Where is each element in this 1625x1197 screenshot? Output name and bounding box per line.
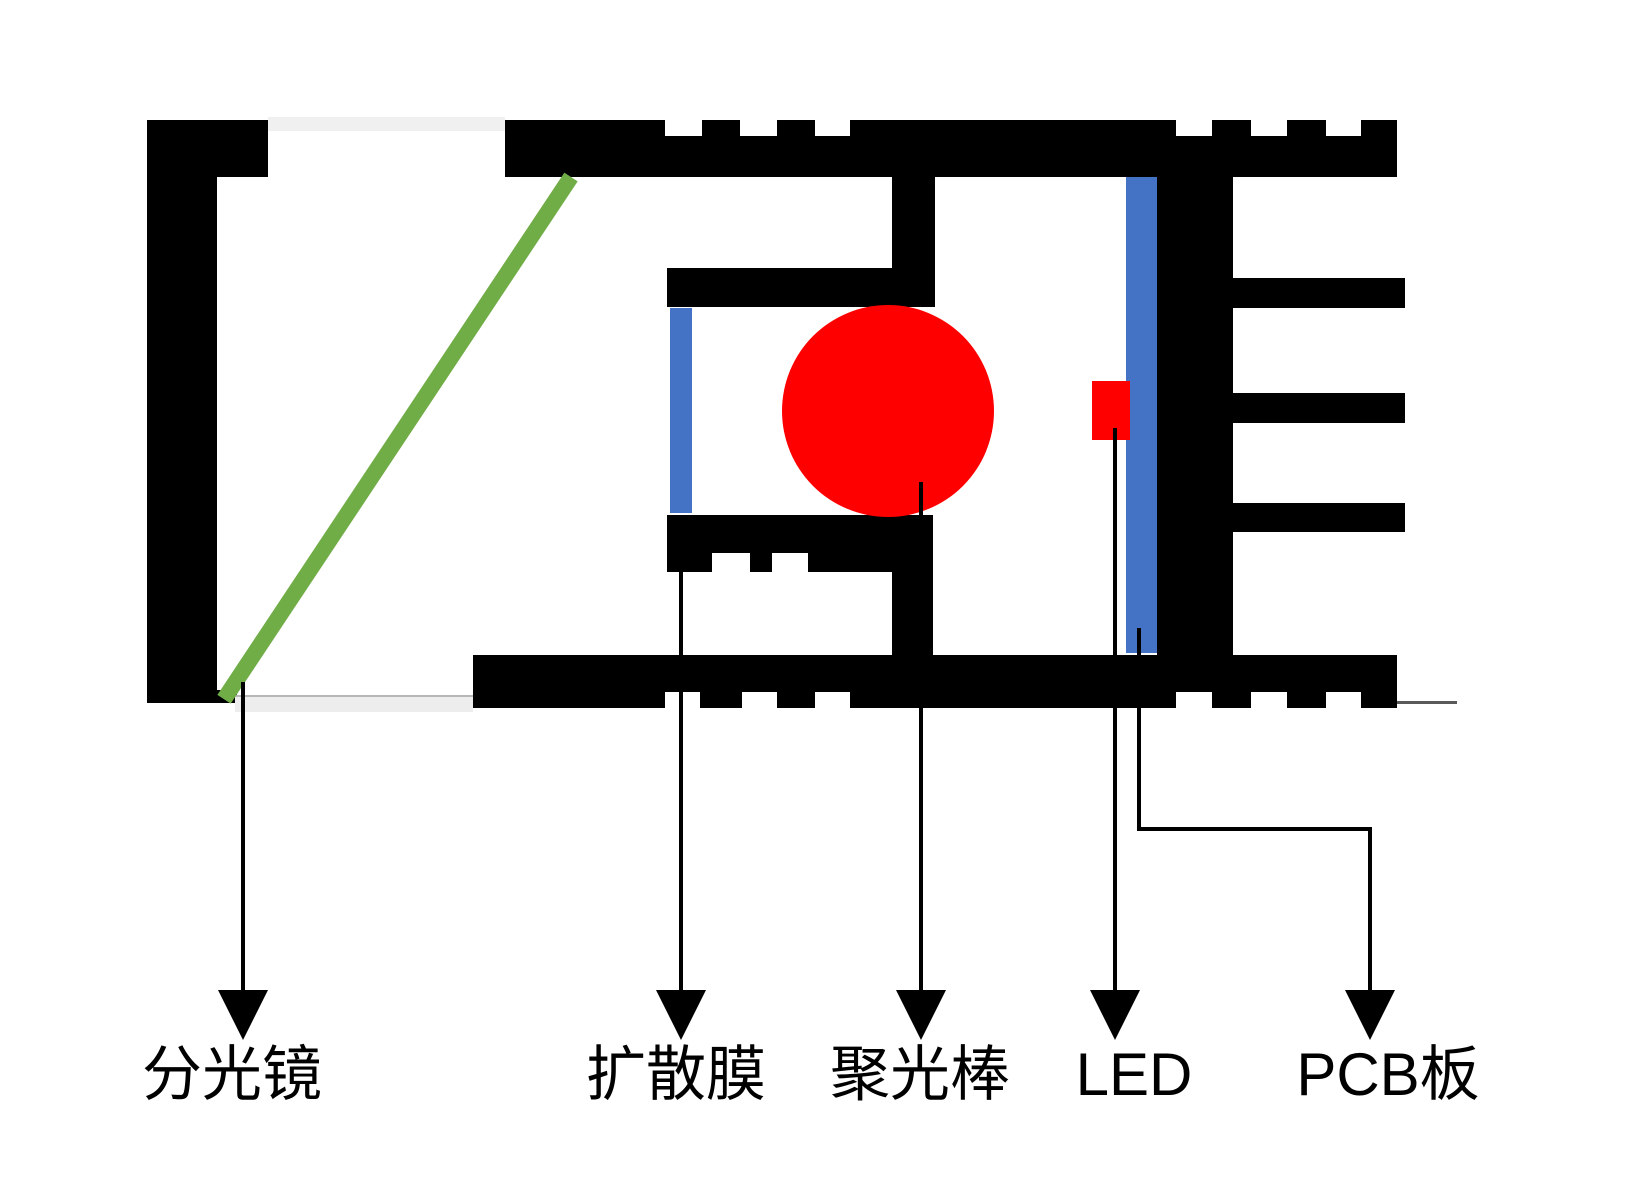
led-square [1092,381,1130,440]
top-wall-notch [1176,120,1212,136]
diffusion-film-arrowhead [656,990,706,1040]
left-wall [147,120,217,703]
beam-splitter-arrowhead [218,990,268,1040]
inner-bottom-wall [667,515,933,553]
pcb-board-bar [1126,177,1157,653]
heatsink-body [1157,177,1233,708]
pcb-arrow-line-vertical-upper [1137,628,1141,831]
led-arrowhead [1090,990,1140,1040]
top-wall-notch [1251,120,1287,136]
top-wall-notch [740,120,777,136]
heatsink-fin [1233,503,1405,532]
beam-splitter-line [217,172,578,704]
top-wall-notch [815,120,850,136]
diffusion-film-arrow-line [679,515,683,990]
inner-bottom-wall-tooth [667,553,712,572]
beam-splitter-label: 分光镜 [142,1041,322,1108]
inner-top-wall [667,268,933,307]
condenser-rod-arrowhead [896,990,946,1040]
pcb-label: PCB板 [1296,1041,1480,1108]
heatsink-fin [1233,278,1405,308]
bottom-wall [473,655,1397,708]
condenser-rod-circle [782,305,994,517]
condenser-rod-label: 聚光棒 [830,1041,1010,1108]
bottom-window-strip [235,695,473,712]
diffusion-film-bar [670,308,692,513]
diffusion-film-label: 扩散膜 [586,1041,766,1108]
bottom-wall-notch [1326,692,1361,708]
top-wall [505,120,1397,177]
top-wall-notch [1326,120,1361,136]
condenser-rod-arrow-line [919,482,923,990]
inner-vertical-wall-lower [892,515,933,657]
beam-splitter-arrow-line [241,682,245,990]
inner-bottom-wall-tooth [750,553,772,572]
left-wall-top-block [147,120,268,177]
top-wall-notch [665,120,702,136]
side-leader-line [1397,701,1457,704]
top-window-strip [268,117,505,131]
pcb-arrow-line-vertical-lower [1368,827,1372,990]
bottom-wall-notch [742,692,777,708]
bottom-wall-notch [1176,692,1212,708]
bottom-wall-notch [815,692,850,708]
pcb-arrow-line-horizontal [1137,827,1372,831]
heatsink-fin [1233,393,1405,423]
pcb-arrowhead [1345,990,1395,1040]
bottom-wall-notch [1251,692,1287,708]
led-label: LED [1075,1041,1193,1108]
led-arrow-line [1113,428,1117,990]
